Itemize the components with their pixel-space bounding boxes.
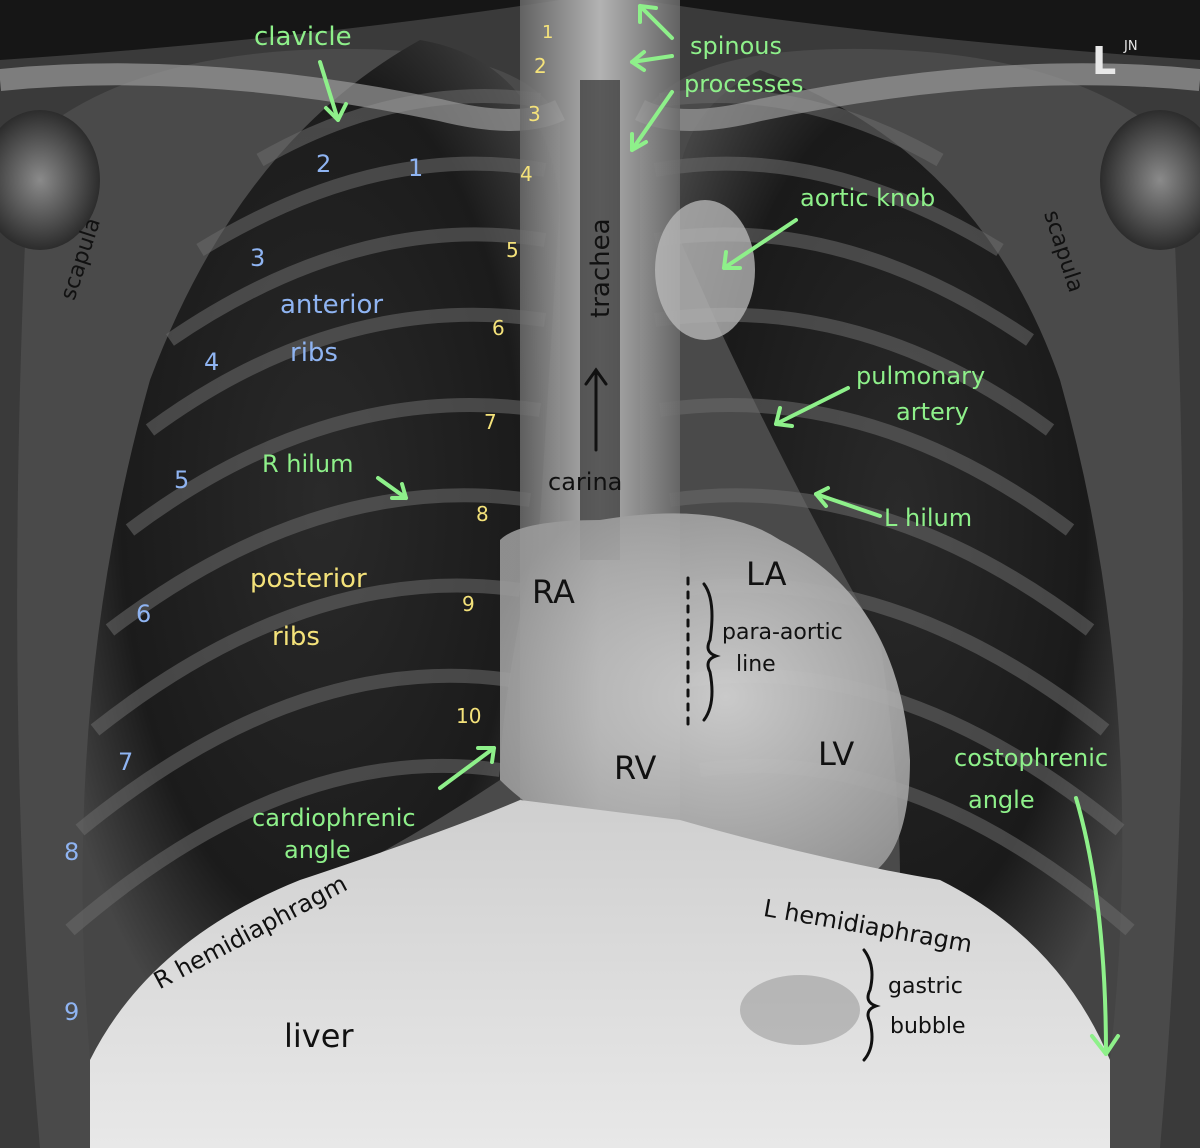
- label-liver: liver: [284, 1017, 354, 1055]
- initials-marker: JN: [1124, 39, 1138, 54]
- label-la: LA: [746, 555, 787, 593]
- anterior-rib-number-9: 9: [64, 998, 80, 1026]
- costophrenic-arrow: [1074, 796, 1108, 1056]
- posterior-rib-number-9: 9: [462, 592, 475, 616]
- posterior-rib-number-2: 2: [534, 54, 547, 78]
- l-hilum-arrow: [814, 492, 882, 518]
- tracheal-air-column: [580, 80, 620, 560]
- label-ra: RA: [532, 573, 575, 611]
- spinous-arrow-3: [630, 90, 674, 152]
- label-anterior-ribs-2: ribs: [290, 338, 338, 368]
- posterior-rib-number-10: 10: [456, 704, 482, 728]
- aortic-knob-arrow: [722, 218, 798, 270]
- label-clavicle: clavicle: [254, 22, 352, 52]
- label-costophrenic-angle-2: angle: [968, 786, 1035, 814]
- label-r-hilum: R hilum: [262, 450, 354, 478]
- label-lv: LV: [818, 735, 855, 773]
- anterior-rib-number-1: 1: [408, 154, 424, 182]
- anterior-rib-number-5: 5: [174, 466, 190, 494]
- label-l-hilum: L hilum: [884, 504, 973, 532]
- label-anterior-ribs-1: anterior: [280, 290, 384, 320]
- label-posterior-ribs-2: ribs: [272, 622, 320, 652]
- orientation-marker-l: L: [1092, 39, 1117, 83]
- label-gastric-bubble-2: bubble: [890, 1014, 966, 1039]
- anterior-rib-number-2: 2: [316, 150, 332, 178]
- para-aortic-brace: [702, 582, 721, 722]
- anterior-rib-number-4: 4: [204, 348, 220, 376]
- label-pulmonary-artery-2: artery: [896, 398, 969, 426]
- label-costophrenic-angle-1: costophrenic: [954, 744, 1109, 772]
- label-trachea: trachea: [586, 218, 616, 318]
- posterior-rib-number-1: 1: [542, 22, 554, 43]
- label-cardiophrenic-angle-2: angle: [284, 836, 351, 864]
- posterior-rib-number-3: 3: [528, 102, 541, 126]
- pulmonary-artery-arrow: [774, 386, 850, 426]
- label-rv: RV: [614, 749, 657, 787]
- label-spinous-processes-1: spinous: [690, 32, 783, 60]
- posterior-rib-number-4: 4: [520, 162, 533, 186]
- label-para-aortic-2: line: [736, 652, 776, 677]
- r-hilum-arrow: [376, 476, 408, 500]
- label-carina: carina: [548, 468, 623, 496]
- spinous-arrow-1: [638, 4, 674, 40]
- label-aortic-knob: aortic knob: [800, 184, 936, 212]
- anterior-rib-number-3: 3: [250, 244, 266, 272]
- clavicle-arrow: [318, 60, 340, 122]
- cardiophrenic-arrow: [438, 746, 496, 790]
- anterior-rib-number-7: 7: [118, 748, 134, 776]
- anterior-rib-number-8: 8: [64, 838, 80, 866]
- label-para-aortic-1: para-aortic: [722, 620, 843, 645]
- posterior-rib-number-7: 7: [484, 410, 497, 434]
- posterior-rib-number-8: 8: [476, 502, 489, 526]
- spinous-arrow-2: [630, 54, 674, 64]
- label-posterior-ribs-1: posterior: [250, 564, 367, 594]
- anterior-rib-number-6: 6: [136, 600, 152, 628]
- label-gastric-bubble-1: gastric: [888, 974, 963, 999]
- label-cardiophrenic-angle-1: cardiophrenic: [252, 804, 416, 832]
- posterior-rib-number-6: 6: [492, 316, 505, 340]
- gastric-bubble-brace: [862, 948, 881, 1062]
- label-pulmonary-artery-1: pulmonary: [856, 362, 986, 390]
- label-spinous-processes-2: processes: [684, 70, 804, 98]
- gastric-bubble-shadow: [740, 975, 860, 1045]
- posterior-rib-number-5: 5: [506, 238, 519, 262]
